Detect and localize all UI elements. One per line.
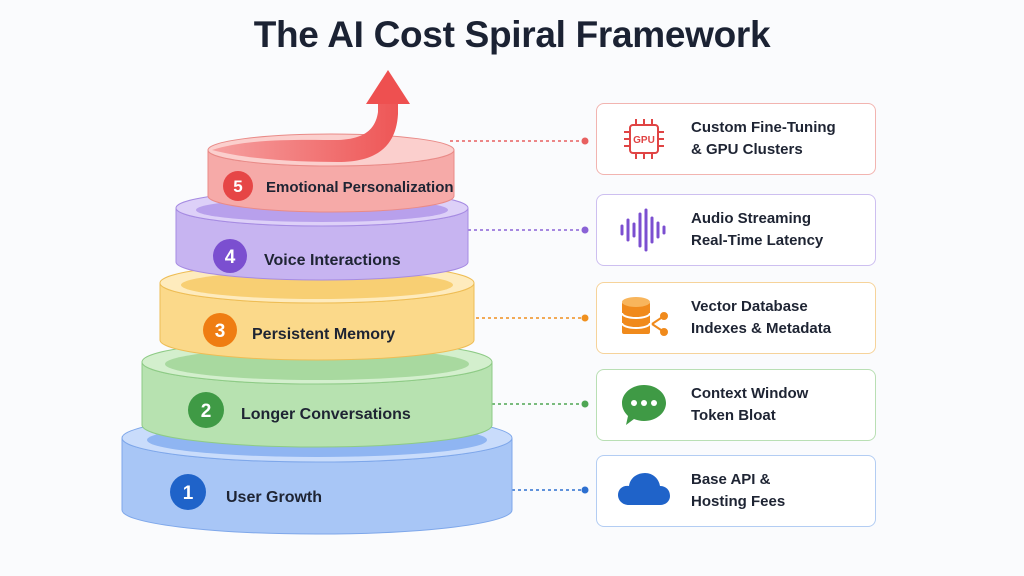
vector-database-icon bbox=[597, 283, 691, 353]
card-base-api: Base API & Hosting Fees bbox=[596, 455, 876, 527]
svg-text:4: 4 bbox=[225, 247, 236, 268]
tier-3-label: Persistent Memory bbox=[252, 326, 395, 343]
card-5-line-1: Base API & bbox=[691, 471, 771, 488]
tier-5-label: Emotional Personalization bbox=[266, 179, 454, 196]
card-gpu-clusters: GPU Custom Fine-Tuning & GPU Clusters bbox=[596, 103, 876, 175]
card-4-line-2: Token Bloat bbox=[691, 407, 776, 424]
card-4-line-1: Context Window bbox=[691, 385, 809, 402]
card-vector-database: Vector Database Indexes & Metadata bbox=[596, 282, 876, 354]
card-audio-streaming: Audio Streaming Real-Time Latency bbox=[596, 194, 876, 266]
svg-text:2: 2 bbox=[201, 401, 212, 422]
svg-text:GPU: GPU bbox=[633, 135, 655, 146]
tier-4-label: Voice Interactions bbox=[264, 252, 401, 269]
gpu-chip-icon: GPU bbox=[597, 104, 691, 174]
card-3-line-2: Indexes & Metadata bbox=[691, 320, 832, 337]
chat-bubble-icon bbox=[597, 370, 691, 440]
card-1-line-2: & GPU Clusters bbox=[691, 141, 803, 158]
cloud-icon bbox=[597, 456, 691, 526]
card-5-line-2: Hosting Fees bbox=[691, 493, 786, 510]
card-2-line-2: Real-Time Latency bbox=[691, 232, 824, 249]
svg-text:1: 1 bbox=[183, 483, 194, 504]
connectors bbox=[450, 137, 589, 494]
card-1-line-1: Custom Fine-Tuning bbox=[691, 119, 836, 136]
spiral-arrow bbox=[212, 70, 410, 162]
tier-4-badge bbox=[213, 239, 247, 273]
tier-2-badge bbox=[188, 392, 224, 428]
audio-waveform-icon bbox=[597, 195, 691, 265]
svg-text:3: 3 bbox=[215, 321, 226, 342]
card-2-line-1: Audio Streaming bbox=[691, 210, 812, 227]
page-title: The AI Cost Spiral Framework bbox=[253, 14, 771, 55]
svg-text:5: 5 bbox=[233, 177, 242, 196]
tier-5-badge bbox=[223, 171, 253, 201]
tier-2-label: Longer Conversations bbox=[241, 406, 411, 423]
card-context-window: Context Window Token Bloat bbox=[596, 369, 876, 441]
tier-1-badge bbox=[170, 474, 206, 510]
tier-1-label: User Growth bbox=[226, 489, 322, 506]
tier-3-badge bbox=[203, 313, 237, 347]
card-3-line-1: Vector Database bbox=[691, 298, 808, 315]
